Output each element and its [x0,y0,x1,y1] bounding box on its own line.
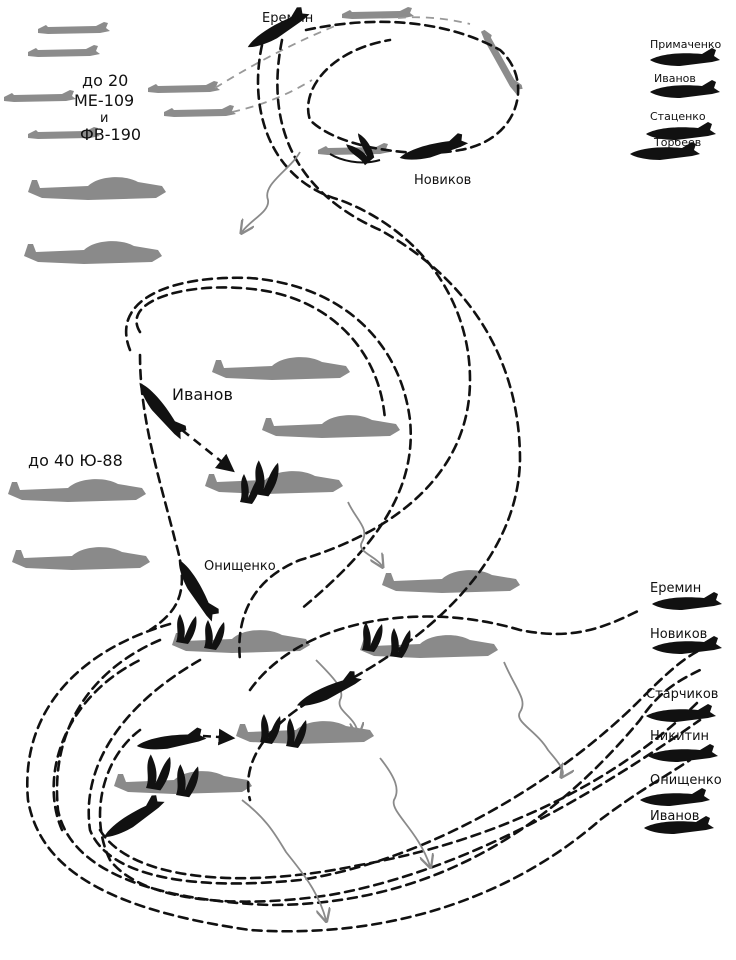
legend-top-2: Стаценко [650,110,706,123]
enemy-fighter-label-line-2: МЕ-109 [74,91,134,110]
falling-trails [242,151,563,920]
flight-routes [25,16,702,933]
ivanov-mid-label: Иванов [172,385,233,404]
onishchenko-mid-label: Онищенко [204,559,276,574]
enemy-bomber-label: до 40 Ю-88 [28,451,123,470]
legend-top-3: Торбеев [653,136,701,149]
legend-bottom-5: Иванов [650,809,699,824]
legend-bottom-1: Новиков [650,627,707,642]
enemy-fighter-label-line-3: и [100,111,108,126]
legend-bottom-0: Еремин [650,581,701,596]
legend-bottom: Еремин Новиков Старчиков Никитин Онищенк… [640,581,722,834]
novikov-top-label: Новиков [414,173,471,188]
map-labels: до 20 МЕ-109 и ФВ-190 до 40 Ю-88 Еремин … [28,11,471,574]
eremin-top-label: Еремин [262,11,313,26]
legend-top-1: Иванов [654,72,696,85]
legend-top-0: Примаченко [650,38,722,51]
legend-top: Примаченко Иванов Стаценко Торбеев [630,38,722,160]
legend-bottom-4: Онищенко [650,773,722,788]
enemy-fighter-label-line-1: до 20 [82,71,128,90]
enemy-fighter-label-line-4: ФВ-190 [80,125,141,144]
legend-bottom-3: Никитин [650,729,709,744]
legend-bottom-2: Старчиков [646,687,718,702]
